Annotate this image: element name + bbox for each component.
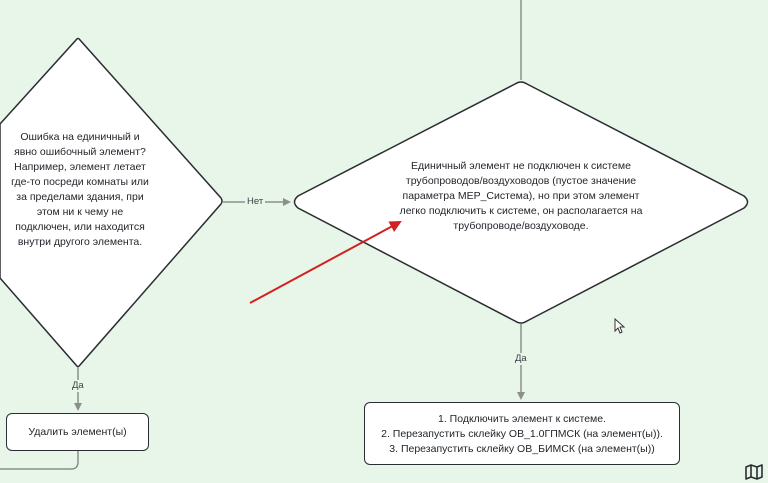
step-3: 3. Перезапустить склейку ОВ_БИМСК (на эл… <box>389 443 655 455</box>
connector-delete-out <box>0 450 79 470</box>
mouse-pointer-icon <box>614 318 626 334</box>
decision-right-shape[interactable] <box>293 81 749 324</box>
steps-box[interactable]: 1. Подключить элемент к системе. 2. Пере… <box>364 402 680 465</box>
decision-left-text: Ошибка на единичный и явно ошибочный эле… <box>11 131 149 248</box>
map-icon[interactable] <box>744 462 764 482</box>
edge-label-yes-left: Да <box>70 380 86 392</box>
annotation-arrow <box>249 221 402 304</box>
delete-element-box[interactable]: Удалить элемент(ы) <box>6 413 149 451</box>
step-2: 2. Перезапустить склейку ОВ_1.0ГПМСК (на… <box>381 428 663 440</box>
step-1: 1. Подключить элемент к системе. <box>437 413 607 425</box>
decision-left-shape[interactable] <box>0 37 223 368</box>
edge-label-yes-right: Да <box>513 353 529 365</box>
decision-right-text: Единичный элемент не подключен к системе… <box>399 160 643 232</box>
edge-label-no: Нет <box>245 196 266 208</box>
delete-element-label: Удалить элемент(ы) <box>28 426 127 438</box>
